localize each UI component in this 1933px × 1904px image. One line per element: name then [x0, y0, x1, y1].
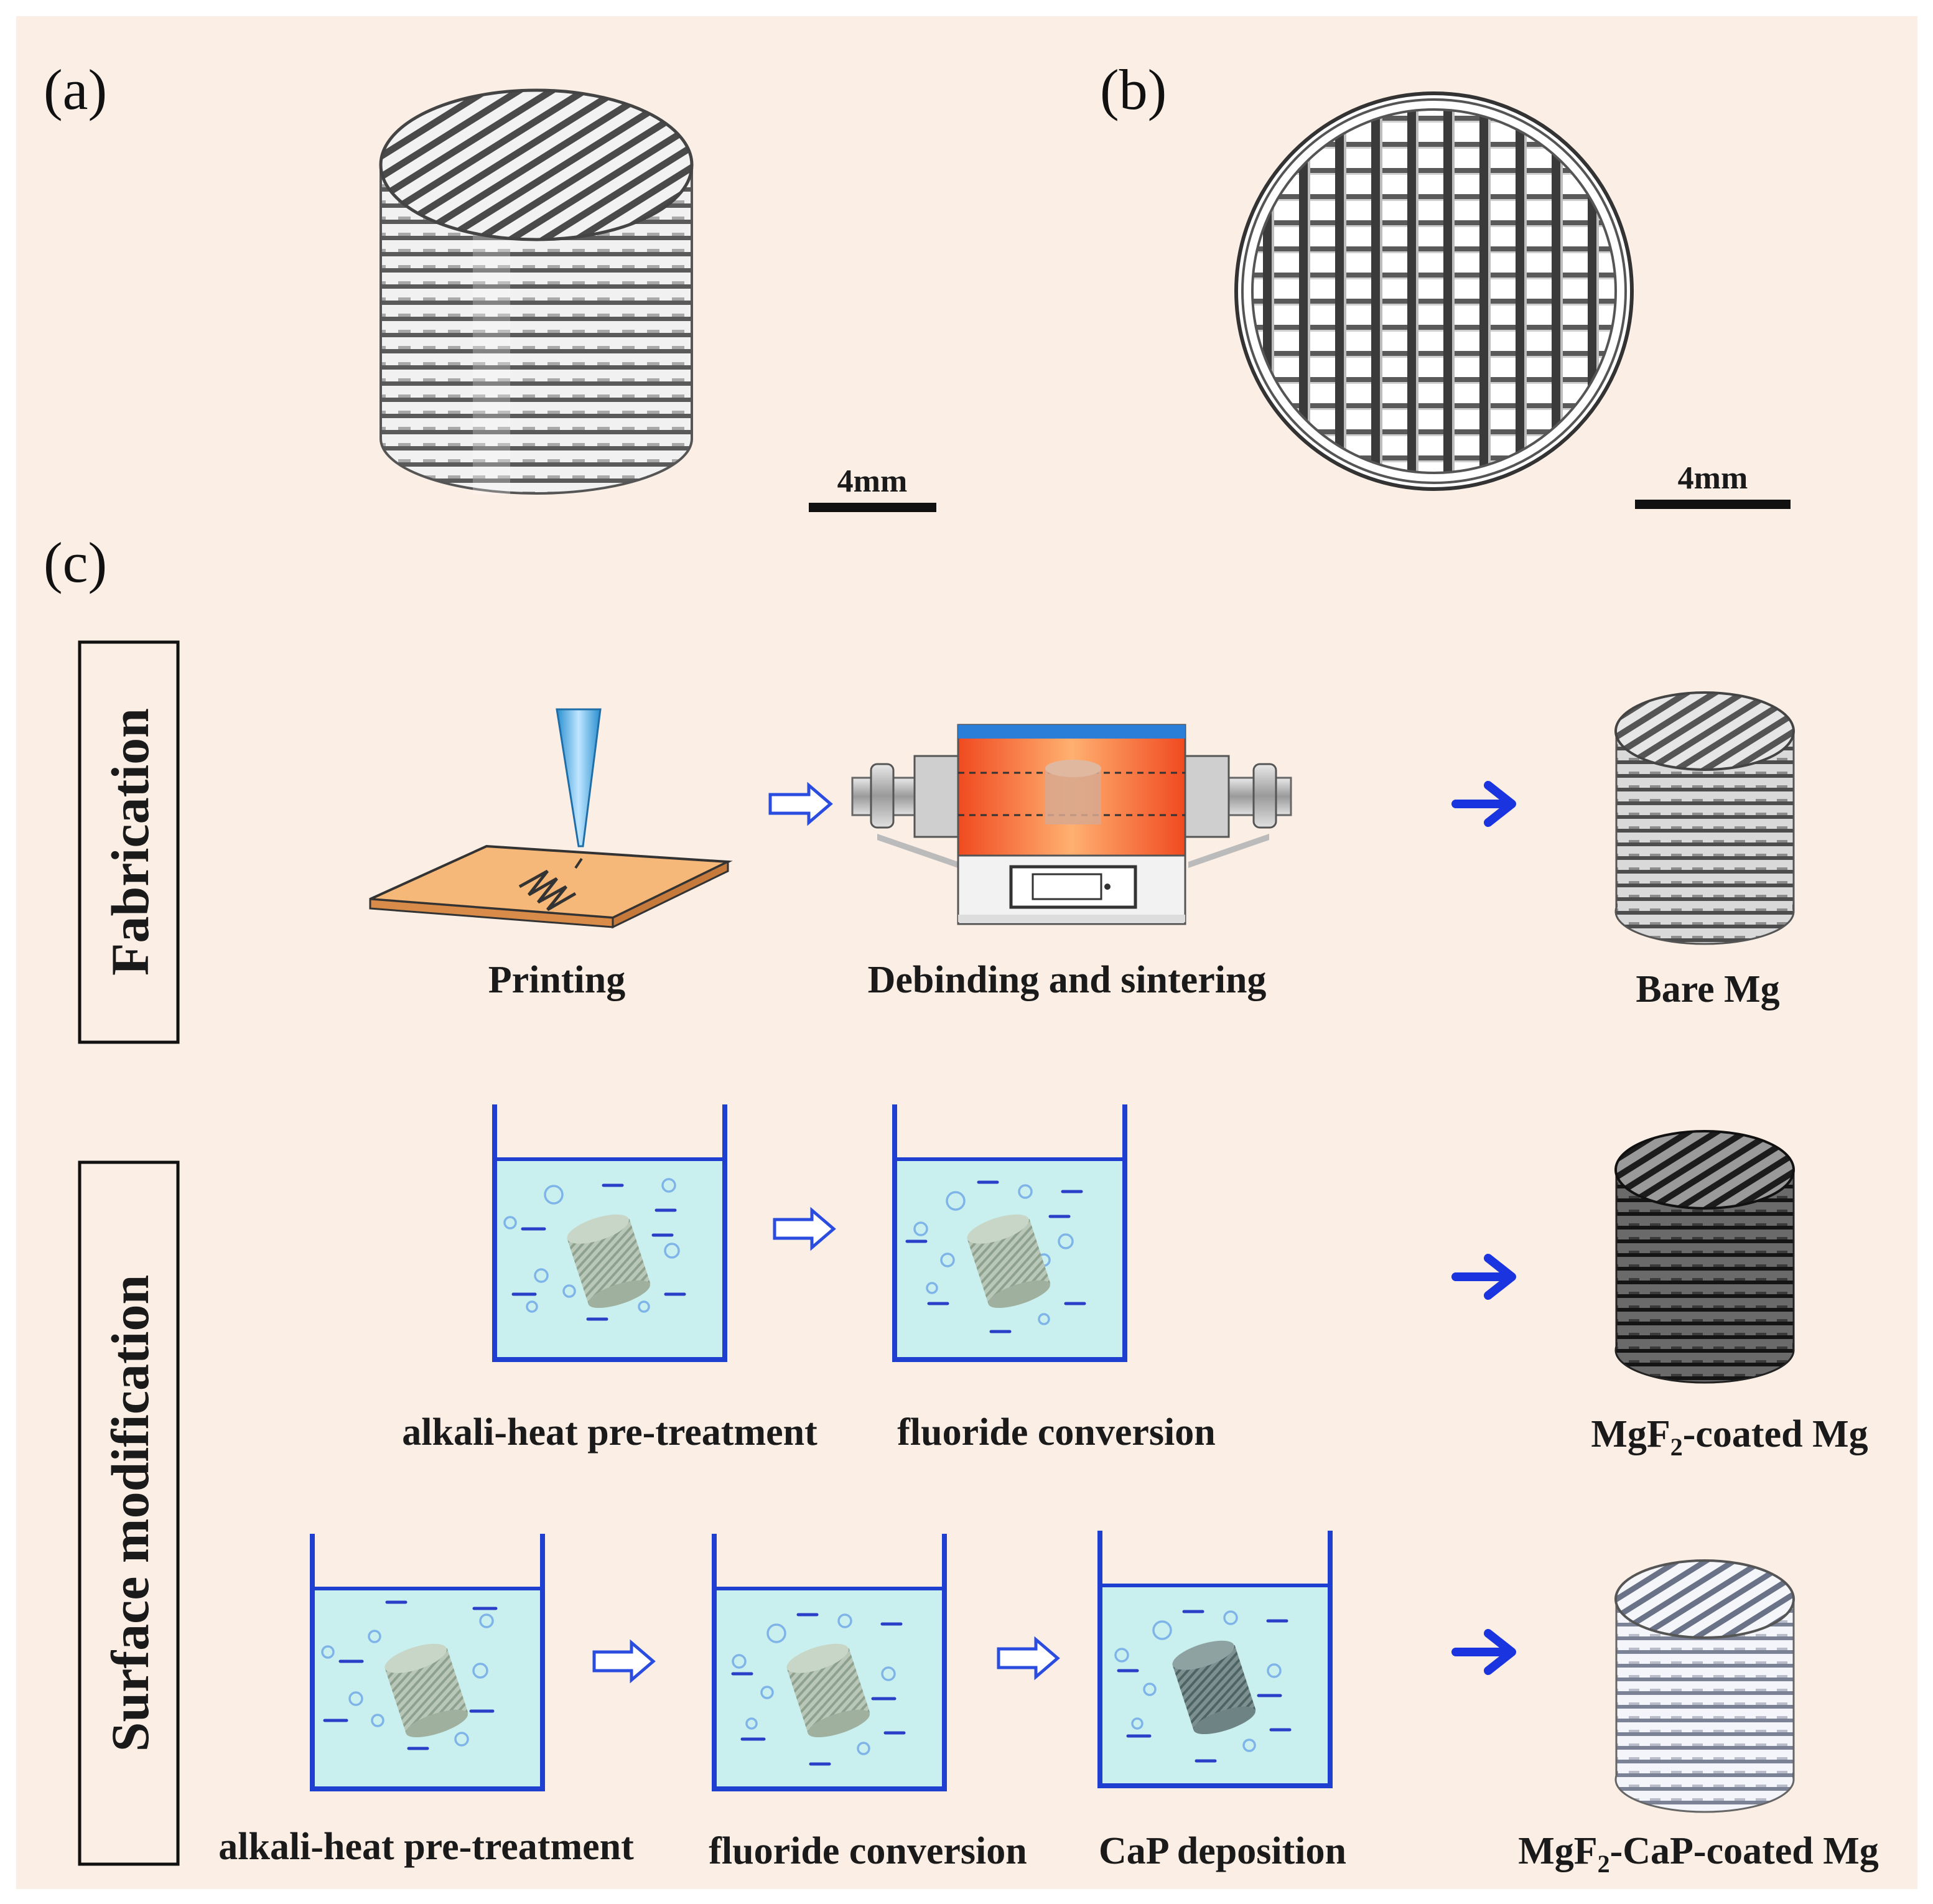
debinding-label: Debinding and sintering [868, 959, 1267, 1001]
tank-alkali-2 [312, 1534, 543, 1789]
fabrication-label: Fabrication [100, 708, 160, 976]
fabrication-label-box [78, 640, 180, 1044]
scaffold-3d-view [379, 88, 694, 495]
printing-label: Printing [488, 959, 625, 1001]
bare-mg-scaffold [1614, 691, 1795, 945]
surface-modification-label: Surface modification [100, 1275, 160, 1752]
surface-modification-label-box [78, 1160, 180, 1866]
solid-arrow-route1 [1451, 1254, 1516, 1300]
mgf2-cap-coated-label: MgF2-CaP-coated Mg [1518, 1830, 1879, 1878]
tube-furnace-illustration [851, 724, 1292, 925]
hollow-arrow-route1 [773, 1206, 836, 1251]
hollow-arrow-fab-1 [768, 782, 833, 826]
printing-illustration [369, 708, 733, 929]
mgf2-cap-coated-scaffold [1614, 1559, 1795, 1813]
mgf2-coated-scaffold [1614, 1130, 1795, 1384]
hollow-arrow-route2-a [592, 1639, 656, 1684]
panel-label-c: (c) [44, 531, 107, 594]
tank-fluoride-2 [714, 1534, 944, 1789]
hollow-arrow-route2-b [997, 1636, 1060, 1681]
scale-bar-b [1635, 500, 1791, 509]
scale-bar-a [809, 503, 936, 512]
route1-step1-label: alkali-heat pre-treatment [402, 1411, 817, 1454]
solid-arrow-fab [1451, 781, 1516, 827]
scale-label-b: 4mm [1678, 460, 1748, 496]
tank-fluoride-1 [895, 1104, 1125, 1360]
tank-cap-deposition [1100, 1531, 1330, 1786]
scaffold-top-view [1234, 91, 1634, 491]
tank-alkali-1 [495, 1104, 725, 1360]
mgf2-coated-label: MgF2-coated Mg [1591, 1413, 1868, 1461]
scale-label-a: 4mm [837, 464, 908, 499]
solid-arrow-route2 [1451, 1629, 1516, 1675]
route1-step2-label: fluoride conversion [897, 1411, 1215, 1454]
bare-mg-label: Bare Mg [1636, 968, 1779, 1010]
panel-label-a: (a) [44, 58, 107, 121]
route2-step2-label: fluoride conversion [709, 1830, 1027, 1872]
route2-step1-label: alkali-heat pre-treatment [218, 1826, 634, 1868]
panel-label-b: (b) [1100, 58, 1167, 121]
route2-step3-label: CaP deposition [1099, 1830, 1346, 1872]
